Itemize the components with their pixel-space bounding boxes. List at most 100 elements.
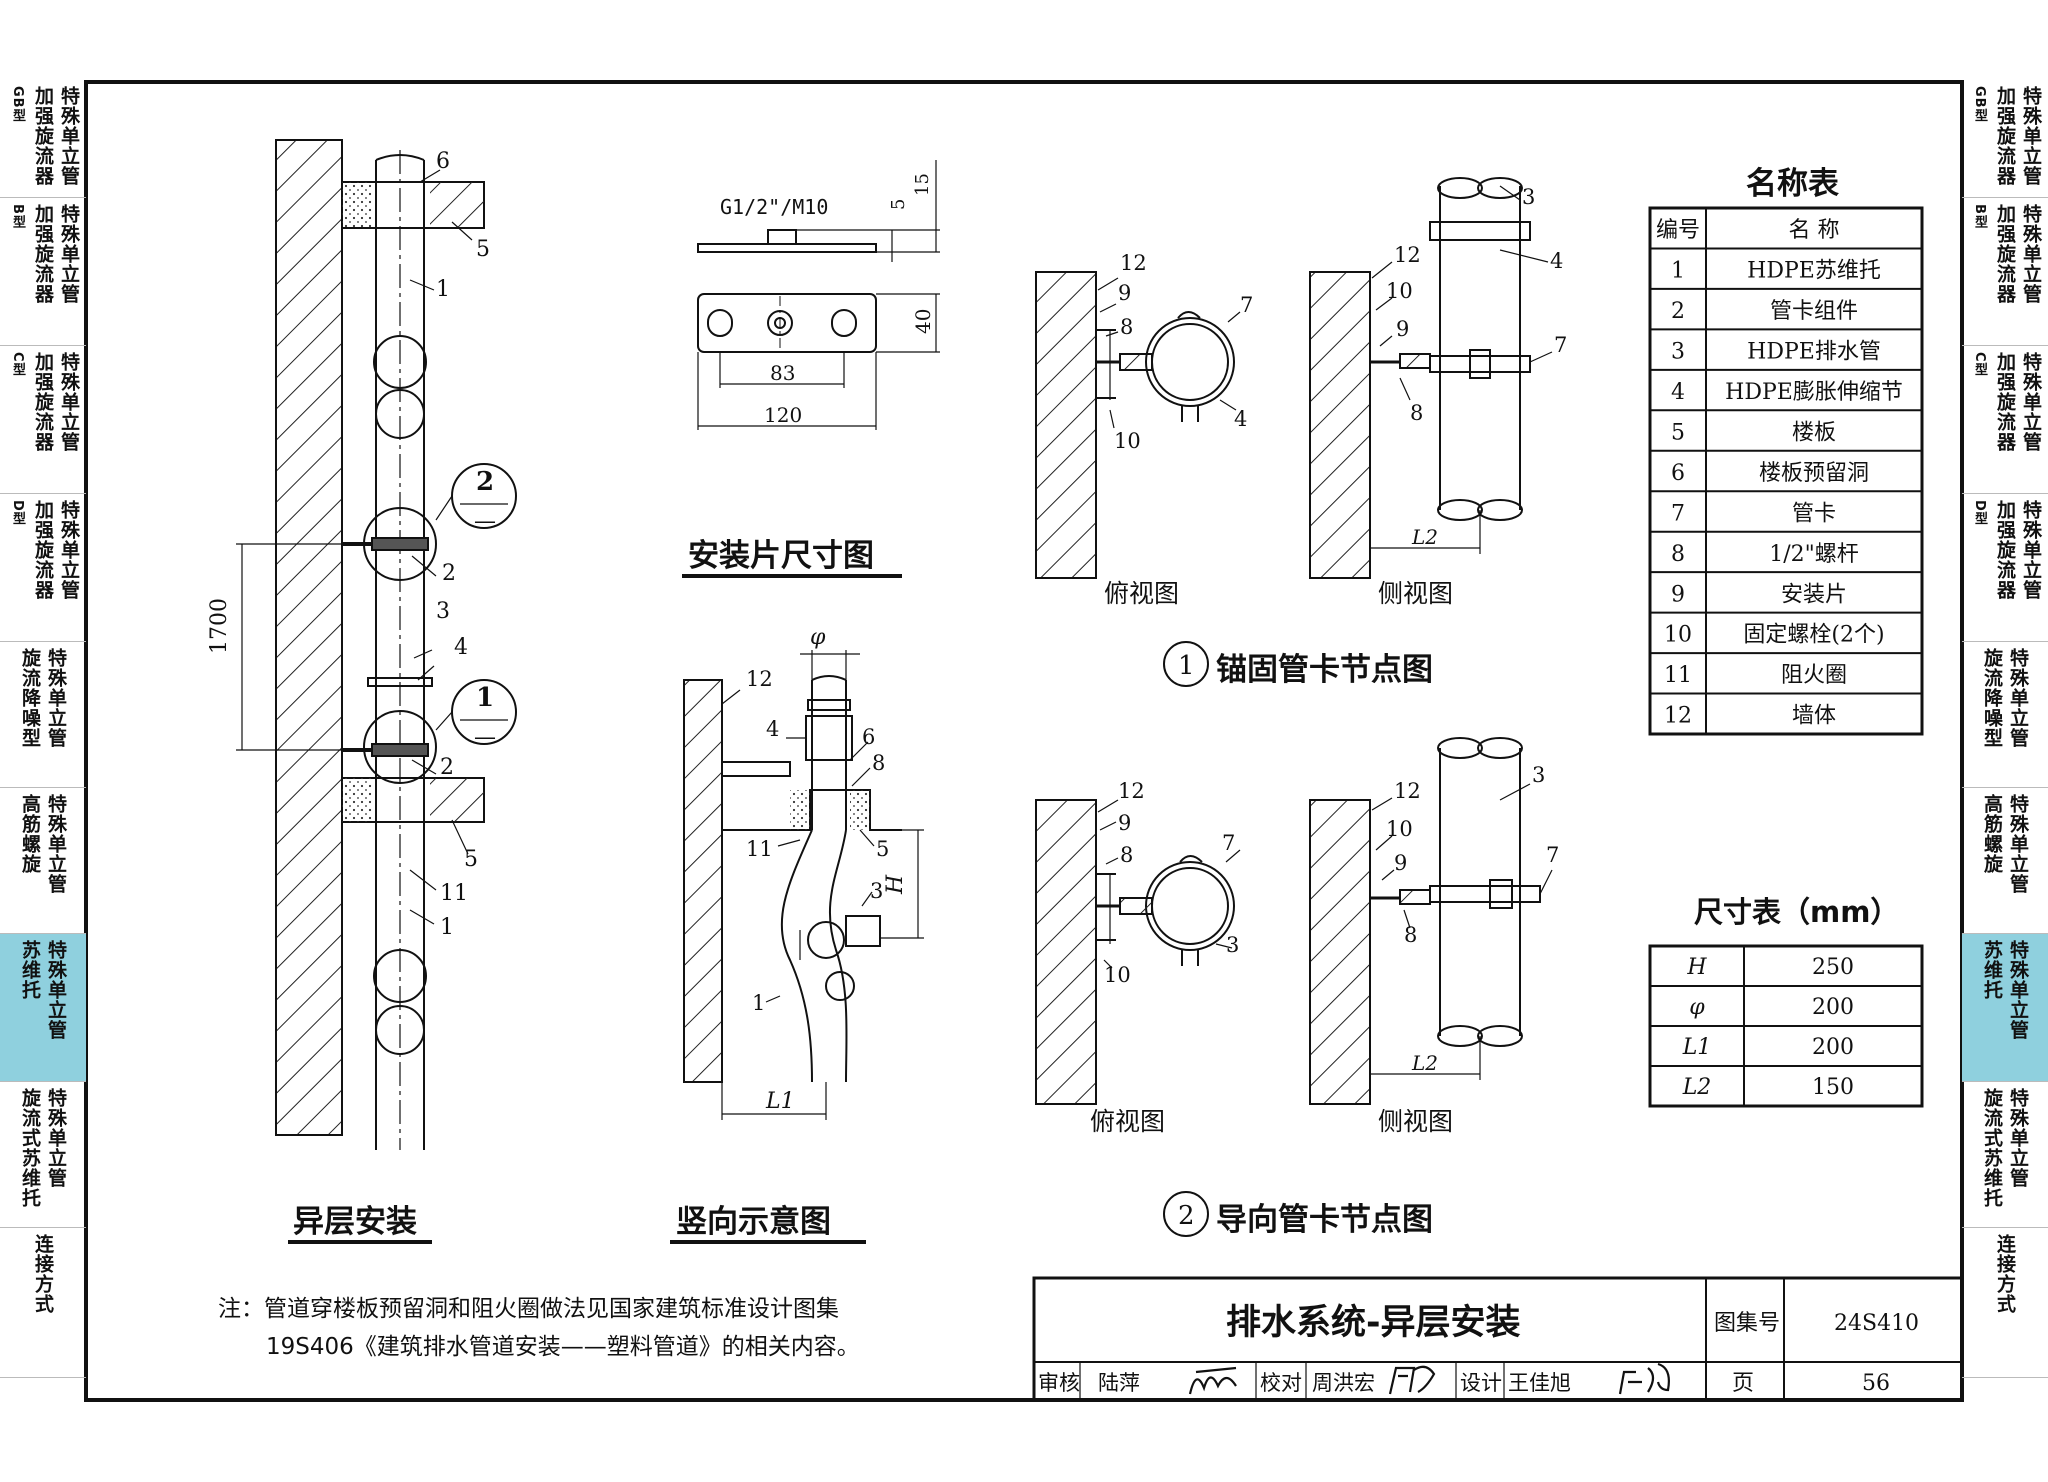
side-tab-text: D型 (10, 500, 25, 526)
check-label: 校对 (1260, 1371, 1302, 1395)
label: 7 (1222, 831, 1235, 855)
label: 5 (464, 847, 478, 872)
side-tab-text: 特殊单立管 (58, 500, 80, 600)
label: 2 (440, 755, 454, 780)
side-tab-text: B型 (1972, 204, 1987, 229)
side-tab-text: GB型 (10, 86, 25, 123)
label: 1 (752, 991, 765, 1015)
node1-title: 锚固管卡节点图 (1216, 652, 1433, 688)
size-table-key: L2 (1682, 1075, 1712, 1100)
atlas-number: 24S410 (1834, 1311, 1919, 1336)
label: 12 (1394, 243, 1421, 267)
label: 3 (1532, 763, 1545, 787)
node1-top-view (1035, 271, 1241, 579)
side-tab[interactable]: 特殊单立管旋流式苏维托 (0, 1082, 86, 1228)
name-table-cell: HDPE排水管 (1747, 340, 1881, 365)
side-tab-text: 旋流式苏维托 (19, 1088, 41, 1208)
side-tab-text: C型 (10, 352, 25, 377)
name-table-cell: 阻火圈 (1781, 663, 1847, 688)
label: 8 (1120, 315, 1133, 339)
side-tab[interactable]: 特殊单立管旋流降噪型 (1962, 642, 2048, 788)
name-table-cell: 7 (1671, 501, 1685, 526)
label: 8 (1404, 923, 1417, 947)
callout-1-dash: — (474, 725, 496, 750)
reviewer-name: 陆萍 (1098, 1371, 1140, 1395)
side-tab-text: 特殊单立管 (45, 940, 67, 1040)
label: 7 (1554, 333, 1567, 357)
side-tab-text: 特殊单立管 (2007, 1088, 2029, 1188)
side-tab-text: 旋流降噪型 (19, 648, 41, 748)
label: 8 (1120, 843, 1133, 867)
size-table-key: L1 (1682, 1035, 1712, 1060)
size-table-value: 150 (1812, 1075, 1854, 1100)
vertical-phi: φ (810, 625, 826, 650)
label: 4 (1234, 407, 1247, 431)
design-label: 设计 (1460, 1371, 1502, 1395)
side-tab-text: 连接方式 (1994, 1234, 2016, 1314)
label: 3 (1226, 933, 1239, 957)
side-tab[interactable]: 特殊单立管苏维托 (0, 934, 86, 1082)
plate-dim-40: 40 (911, 309, 935, 334)
vertical-L1: L1 (765, 1089, 795, 1114)
side-tab[interactable]: 特殊单立管旋流式苏维托 (1962, 1082, 2048, 1228)
size-table-key: H (1686, 955, 1707, 980)
plate-thread-label: G1/2"/M10 (720, 195, 828, 219)
label: 1 (436, 277, 450, 302)
side-tab-text: 苏维托 (19, 940, 41, 1000)
label: 9 (1118, 811, 1131, 835)
node2-top-view-label: 俯视图 (1090, 1107, 1165, 1136)
label: 7 (1546, 843, 1559, 867)
label: 5 (476, 237, 490, 262)
side-tab-text: 高筋螺旋 (1981, 794, 2003, 874)
side-tab-text: 加强旋流器 (32, 204, 54, 304)
label: 8 (872, 751, 885, 775)
side-tab[interactable]: 特殊单立管高筋螺旋 (1962, 788, 2048, 934)
name-table-cell: 楼板 (1792, 420, 1836, 445)
name-table-cell: HDPE膨胀伸缩节 (1725, 380, 1903, 405)
name-table-cell: 管卡 (1792, 501, 1836, 526)
side-tab[interactable]: 特殊单立管旋流降噪型 (0, 642, 86, 788)
side-tab[interactable]: 特殊单立管苏维托 (1962, 934, 2048, 1082)
label: 9 (1396, 317, 1409, 341)
side-tab-text: 特殊单立管 (45, 794, 67, 894)
vertical-title: 竖向示意图 (676, 1204, 831, 1240)
label: 6 (862, 725, 875, 749)
plate-dim-120: 120 (764, 403, 802, 427)
name-table-header: 名 称 (1789, 218, 1840, 243)
side-tab-text: 特殊单立管 (45, 648, 67, 748)
label: 8 (1410, 401, 1423, 425)
side-tab-text: 旋流式苏维托 (1981, 1088, 2003, 1208)
name-table-cell: 12 (1664, 704, 1692, 729)
side-tab-text: 特殊单立管 (2007, 940, 2029, 1040)
node2-side-view-label: 侧视图 (1378, 1107, 1453, 1136)
plate-title: 安装片尺寸图 (688, 538, 874, 574)
side-tab-text: 加强旋流器 (32, 352, 54, 452)
label: 12 (1120, 251, 1147, 275)
side-tab-text: 特殊单立管 (58, 86, 80, 186)
node2-title: 导向管卡节点图 (1216, 1202, 1433, 1238)
plate-dim-5: 5 (888, 199, 909, 210)
name-table-cell: 安装片 (1781, 582, 1847, 607)
side-tab[interactable]: 连接方式 (1962, 1228, 2048, 1378)
side-tab-text: C型 (1972, 352, 1987, 377)
label: 6 (436, 149, 450, 174)
name-table-cell: 11 (1664, 663, 1692, 688)
side-tab-text: 苏维托 (1981, 940, 2003, 1000)
vertical-H: H (883, 874, 908, 895)
name-table-cell: 固定螺栓(2个) (1743, 623, 1884, 648)
name-table-cell: 1/2"螺杆 (1769, 542, 1859, 567)
side-tab-text: 加强旋流器 (1994, 204, 2016, 304)
label: 4 (454, 635, 468, 660)
note-line-1: 注：管道穿楼板预留洞和阻火圈做法见国家建筑标准设计图集 (218, 1296, 839, 1322)
side-tab[interactable]: 连接方式 (0, 1228, 86, 1378)
side-tab[interactable]: 特殊单立管高筋螺旋 (0, 788, 86, 934)
